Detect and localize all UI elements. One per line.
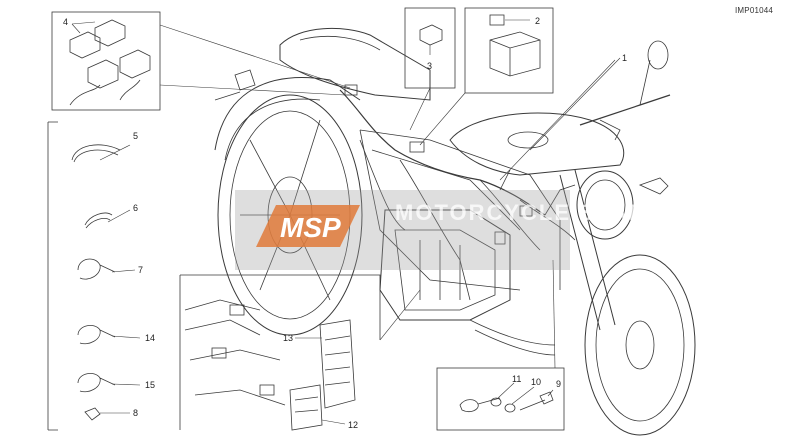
leader-lines	[71, 19, 621, 425]
part-8-clip	[84, 407, 101, 421]
callout-12: 12	[348, 420, 359, 430]
callout-9: 9	[556, 379, 562, 389]
callout-10: 10	[531, 377, 542, 387]
svg-text:MSP: MSP	[280, 212, 341, 243]
motorcycle-drawing	[214, 28, 696, 436]
part-15-clamp	[77, 373, 116, 393]
callout-14: 14	[145, 333, 156, 343]
inset-harness-detail	[179, 274, 381, 431]
rear-wheel	[217, 94, 363, 336]
callout-6: 6	[133, 203, 139, 213]
watermark-site-text: MOTORCYCLE SPARE PARTS	[395, 200, 755, 225]
callout-8: 8	[133, 408, 139, 418]
inset-relays	[51, 11, 161, 111]
callout-5: 5	[133, 131, 139, 141]
callout-4: 4	[63, 17, 69, 27]
callout-15: 15	[145, 380, 156, 390]
callout-11: 11	[512, 374, 522, 384]
callout-7: 7	[138, 265, 144, 275]
callout-3: 3	[427, 61, 433, 71]
callout-2: 2	[535, 16, 541, 26]
inset-cable-ties	[47, 121, 121, 431]
image-code: IMP01044	[735, 6, 774, 15]
msp-logo: MSP	[256, 205, 360, 247]
inset-ground-hardware	[436, 367, 565, 431]
part-14-clamp	[77, 325, 116, 345]
callout-13: 13	[283, 333, 294, 343]
part-7-clamp	[77, 258, 116, 280]
inset-fuse-box	[464, 7, 554, 94]
part-6-tie	[84, 212, 113, 229]
callout-1: 1	[622, 53, 628, 63]
